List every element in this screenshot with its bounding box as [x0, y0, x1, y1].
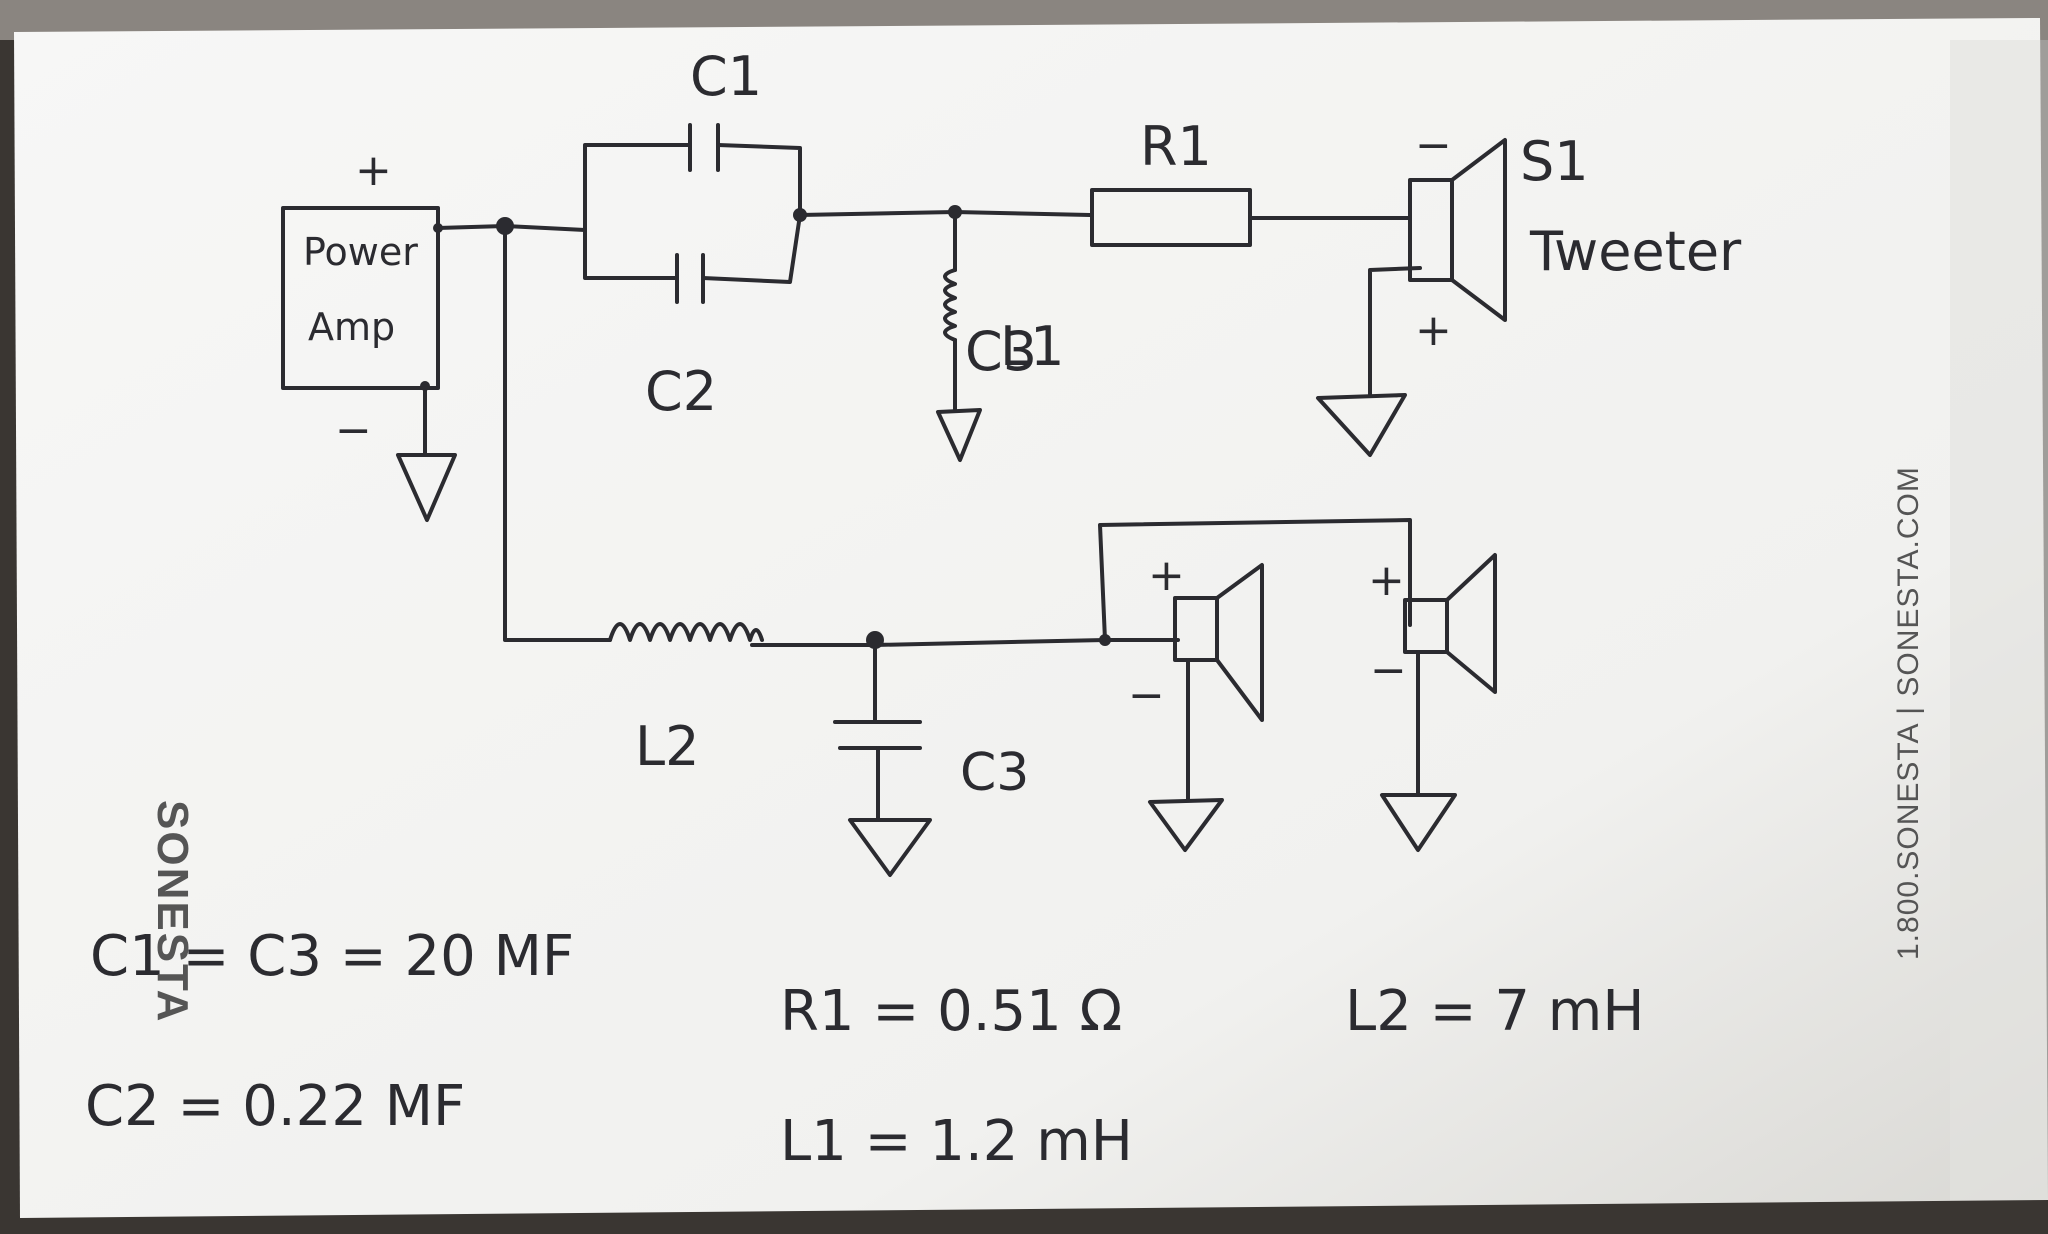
- woofer1-plus-sign: +: [1148, 550, 1185, 601]
- value-c2: C2 = 0.22 MF: [85, 1074, 465, 1139]
- component-values: C1 = C3 = 20 MF C2 = 0.22 MF R1 = 0.51 Ω…: [85, 924, 1644, 1174]
- junction-dot: [948, 205, 962, 219]
- junction-dot: [496, 217, 514, 235]
- amp-minus-sign: −: [335, 405, 372, 456]
- junction-dot: [433, 223, 443, 233]
- inductor-l1: [943, 268, 957, 342]
- power-amp-box: [281, 206, 440, 390]
- junction-dot: [866, 631, 884, 649]
- wire-c2-right: [701, 213, 802, 284]
- tweeter-minus-sign: −: [1415, 120, 1452, 171]
- wire-to-l2: [503, 224, 612, 642]
- label-s1: S1: [1520, 130, 1589, 193]
- sonesta-side-text: 1.800.SONESTA | SONESTA.COM: [1892, 466, 1925, 960]
- ground-l1: [936, 408, 982, 462]
- business-card: [14, 18, 2048, 1218]
- component-labels: C1 C2 C3 R1 L1 L2 S1 Tweeter: [635, 45, 1742, 778]
- junction-dots: [420, 205, 1111, 649]
- ground-c3: [848, 818, 932, 877]
- label-l2: L2: [635, 715, 699, 778]
- component-labels-lower: C3: [960, 743, 1029, 803]
- value-r1: R1 = 0.51 Ω: [780, 979, 1122, 1044]
- wire-c1-right: [716, 143, 802, 217]
- junction-dot: [1099, 634, 1111, 646]
- wire-woofer-loop: [1098, 518, 1412, 642]
- power-amp-line2: Amp: [308, 305, 395, 349]
- ground-woofer1: [1148, 798, 1224, 852]
- inductor-l2: [608, 622, 764, 642]
- tweeter-plus-sign: +: [1415, 305, 1452, 356]
- ground-woofer2: [1380, 793, 1457, 852]
- wire-c1-left: [583, 143, 692, 232]
- label-l1: L1: [1000, 315, 1064, 378]
- woofer1-minus-sign: −: [1128, 670, 1165, 721]
- woofer2-minus-sign: −: [1370, 645, 1407, 696]
- value-l2: L2 = 7 mH: [1345, 979, 1644, 1044]
- label-r1: R1: [1140, 115, 1212, 178]
- tweeter-magnet: [1408, 178, 1454, 282]
- polarity-signs: + − − + + − + −: [335, 120, 1452, 721]
- value-l1: L1 = 1.2 mH: [780, 1109, 1133, 1174]
- sonesta-logo: SONESTA: [148, 800, 197, 1023]
- label-tweeter: Tweeter: [1529, 220, 1742, 283]
- junction-dot: [793, 208, 807, 222]
- card-branding: SONESTA 1.800.SONESTA | SONESTA.COM: [148, 466, 1925, 1023]
- junction-dot: [420, 381, 430, 391]
- amp-plus-sign: +: [355, 145, 392, 196]
- ground-tweeter: [1316, 393, 1407, 457]
- wire-c2-left: [583, 228, 679, 280]
- card-shadow-edge: [1950, 40, 2048, 1200]
- value-c1-c3: C1 = C3 = 20 MF: [90, 924, 574, 989]
- woofer2-plus-sign: +: [1368, 555, 1405, 606]
- tweeter-cone: [1450, 138, 1507, 322]
- label-c1: C1: [690, 45, 762, 108]
- wire-amp-out: [436, 224, 507, 230]
- woofer2-cone: [1445, 553, 1497, 694]
- label-c3-lower: C3: [960, 743, 1029, 803]
- label-c3: C3: [965, 320, 1037, 383]
- label-c2: C2: [645, 360, 717, 423]
- circuit-wiring: [281, 123, 1507, 877]
- wire-tweeter-ground: [1368, 266, 1422, 397]
- ground-amp: [396, 453, 457, 522]
- wire-to-caps: [503, 224, 587, 232]
- woofer2-magnet: [1403, 598, 1449, 654]
- woofer1-cone: [1215, 563, 1264, 722]
- power-amp-text: Power Amp: [303, 230, 418, 349]
- woofer1-magnet: [1173, 596, 1219, 662]
- power-amp-line1: Power: [303, 230, 418, 274]
- capacitor-c1: [688, 123, 720, 172]
